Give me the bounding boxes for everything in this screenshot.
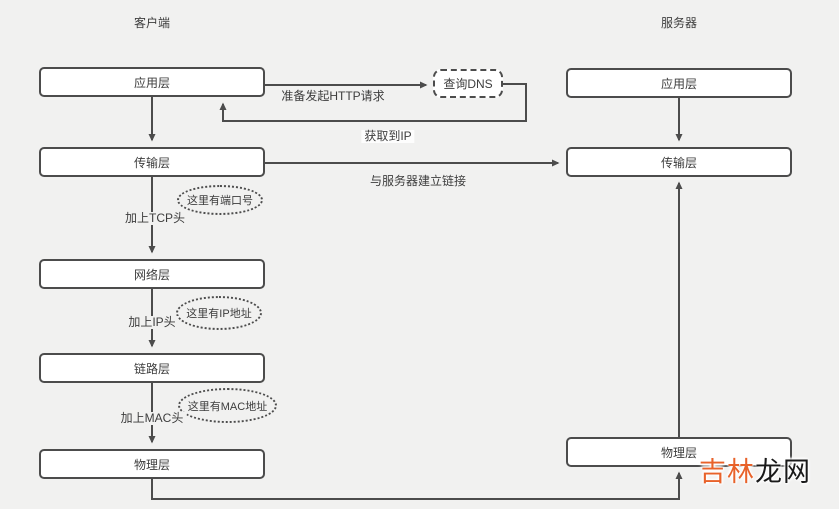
server-physical-layer-box: 物理层 <box>566 437 792 467</box>
query-dns-box: 查询DNS <box>433 69 503 98</box>
watermark-part-2: 龙网 <box>755 457 811 487</box>
client-transport-layer-box: 传输层 <box>39 147 265 177</box>
port-number-note-ellipse: 这里有端口号 <box>177 185 263 215</box>
add-ip-header-edge-label: 加上IP头 <box>125 316 179 329</box>
got-ip-edge-label: 获取到IP <box>361 130 415 143</box>
client-column-title: 客户端 <box>133 16 171 30</box>
server-column-title: 服务器 <box>660 16 698 30</box>
add-mac-header-edge-label: 加上MAC头 <box>117 412 187 425</box>
add-tcp-header-edge-label: 加上TCP头 <box>121 212 189 225</box>
server-application-layer-box: 应用层 <box>566 68 792 98</box>
watermark-part-1: 吉林 <box>699 457 755 487</box>
client-application-layer-box: 应用层 <box>39 67 265 97</box>
site-watermark: 吉林龙网 <box>699 458 811 487</box>
server-transport-layer-box: 传输层 <box>566 147 792 177</box>
mac-address-note-ellipse: 这里有MAC地址 <box>178 388 277 423</box>
establish-connection-edge-label: 与服务器建立链接 <box>369 174 467 188</box>
client-link-layer-box: 链路层 <box>39 353 265 383</box>
ip-address-note-ellipse: 这里有IP地址 <box>176 296 262 330</box>
client-network-layer-box: 网络层 <box>39 259 265 289</box>
http-request-edge-label: 准备发起HTTP请求 <box>281 89 385 103</box>
client-physical-layer-box: 物理层 <box>39 449 265 479</box>
